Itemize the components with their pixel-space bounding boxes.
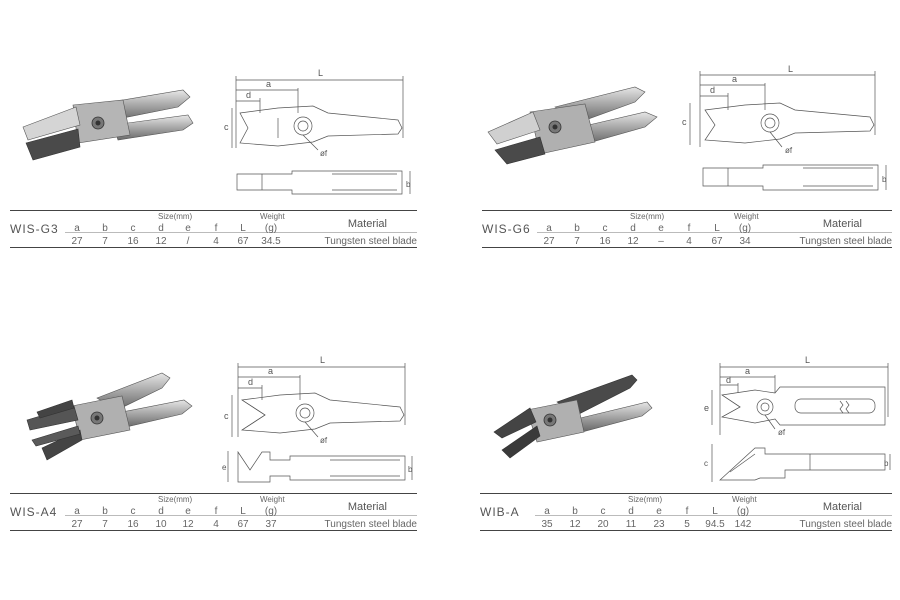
material-value: Tungsten steel blade	[799, 236, 892, 247]
weight-label: Weight	[260, 495, 285, 504]
svg-text:b: b	[408, 465, 413, 474]
drawing-side-view-wib-a: c b	[704, 444, 891, 482]
material-value: Tungsten steel blade	[324, 519, 417, 530]
size-group-label: Size(mm)	[630, 212, 665, 221]
svg-text:øf: øf	[320, 436, 328, 445]
drawing-top-view-wis-g3: L a d c øf	[224, 68, 404, 158]
svg-text:L: L	[788, 65, 793, 74]
svg-text:L: L	[320, 355, 325, 365]
drawing-top-view-wis-a4: L a d c øf	[224, 355, 406, 445]
spec-table-wis-g3: WIS-G3 Size(mm) Weight Material a b c d …	[10, 210, 417, 248]
svg-text:e: e	[222, 463, 227, 472]
svg-text:a: a	[268, 366, 273, 376]
svg-text:b: b	[884, 459, 889, 468]
spec-table-wib-a: WIB-A Size(mm) Weight Material a b c d e…	[480, 493, 892, 531]
spec-table-wis-a4: WIS-A4 Size(mm) Weight Material a b c d …	[10, 493, 417, 531]
svg-text:c: c	[224, 122, 229, 132]
svg-text:L: L	[805, 355, 810, 365]
material-header: Material	[347, 501, 387, 513]
size-group-label: Size(mm)	[628, 495, 663, 504]
weight-label: Weight	[734, 212, 759, 221]
weight-label: Weight	[260, 212, 285, 221]
svg-text:d: d	[726, 375, 731, 385]
drawing-top-view-wis-g6: L a d c øf	[682, 65, 876, 155]
dim-l-label: L	[318, 68, 323, 78]
model-name: WIS-G3	[10, 222, 59, 236]
svg-text:c: c	[224, 411, 229, 421]
model-name: WIB-A	[480, 505, 520, 519]
svg-text:a: a	[732, 74, 737, 84]
svg-text:a: a	[266, 79, 271, 89]
size-group-label: Size(mm)	[158, 495, 193, 504]
spec-table-wis-g6: WIS-G6 Size(mm) Weight Material a b c d …	[482, 210, 892, 248]
svg-text:a: a	[745, 366, 750, 376]
svg-text:øf: øf	[785, 146, 793, 155]
material-value: Tungsten steel blade	[799, 519, 892, 530]
svg-text:c: c	[682, 117, 687, 127]
product-wis-g3: L a d c øf b WIS-G3 Size(mm) Weight Mate…	[0, 0, 450, 300]
svg-text:øf: øf	[320, 149, 328, 158]
svg-text:e: e	[704, 403, 709, 413]
model-name: WIS-G6	[482, 222, 531, 236]
material-header: Material	[822, 218, 862, 230]
svg-text:øf: øf	[778, 428, 786, 437]
drawing-side-view-wis-a4: e b	[222, 450, 413, 483]
svg-text:b: b	[882, 175, 887, 184]
svg-text:d: d	[710, 85, 715, 95]
product-wib-a: L a d e øf c b WIB-A Size(mm) Weight Mat…	[450, 300, 900, 600]
svg-text:c: c	[704, 459, 708, 468]
product-wis-g6: L a d c øf b WIS-G6 Size(mm) Weight Mate…	[450, 0, 900, 300]
drawing-top-view-wib-a: L a d e øf	[704, 355, 889, 437]
product-wis-a4: L a d c øf e b WIS-A4 Size(mm) Weight Ma…	[0, 300, 450, 600]
product-photo-wib-a	[493, 374, 653, 459]
product-photo-wis-g6	[487, 86, 658, 165]
material-header: Material	[347, 218, 387, 230]
svg-text:d: d	[248, 377, 253, 387]
product-photo-wis-g3	[22, 89, 194, 161]
drawing-side-view-wis-g6: b	[702, 164, 887, 191]
material-header: Material	[822, 501, 862, 513]
weight-label: Weight	[732, 495, 757, 504]
svg-text:b: b	[406, 180, 411, 189]
product-photo-wis-a4	[26, 372, 193, 461]
model-name: WIS-A4	[10, 505, 58, 519]
material-value: Tungsten steel blade	[324, 236, 417, 247]
drawing-side-view-wis-g3: b	[236, 170, 411, 195]
size-group-label: Size(mm)	[158, 212, 193, 221]
svg-text:d: d	[246, 90, 251, 100]
